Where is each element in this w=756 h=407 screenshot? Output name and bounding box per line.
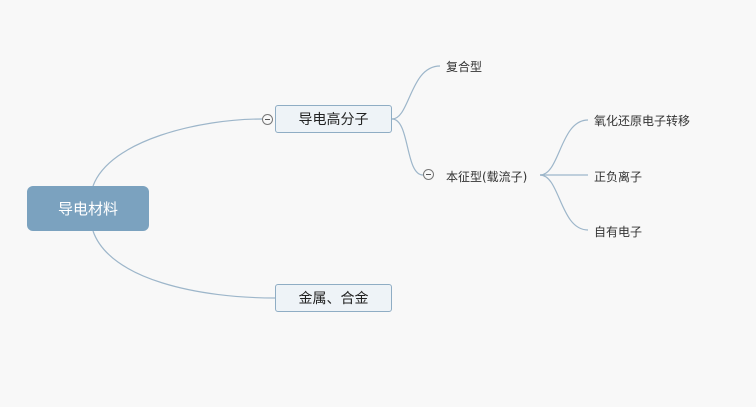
node-intrinsic[interactable]: 本征型(载流子)	[446, 170, 528, 184]
branch-label: 金属、合金	[298, 291, 369, 307]
node-positive-negative-ions[interactable]: 正负离子	[594, 170, 643, 184]
link-polymer-composite	[391, 65, 441, 120]
root-node[interactable]: 导电材料	[27, 186, 149, 231]
link-intrinsic-free-electrons	[539, 174, 589, 231]
node-composite[interactable]: 复合型	[446, 60, 483, 74]
link-polymer-intrinsic	[391, 118, 424, 176]
link-root-metal-alloy	[92, 230, 276, 299]
branch-label: 导电高分子	[298, 112, 369, 128]
node-free-electrons[interactable]: 自有电子	[594, 225, 643, 239]
branch-node-conductive-polymer[interactable]: 导电高分子	[275, 105, 392, 133]
branch-node-metal-alloy[interactable]: 金属、合金	[275, 284, 392, 312]
collapse-toggle-icon[interactable]	[262, 114, 273, 125]
node-redox-electron-transfer[interactable]: 氧化还原电子转移	[594, 114, 691, 128]
root-label: 导电材料	[57, 200, 118, 218]
collapse-toggle-icon[interactable]	[423, 169, 434, 180]
link-intrinsic-redox	[539, 119, 589, 176]
link-root-conductive-polymer	[92, 118, 263, 187]
